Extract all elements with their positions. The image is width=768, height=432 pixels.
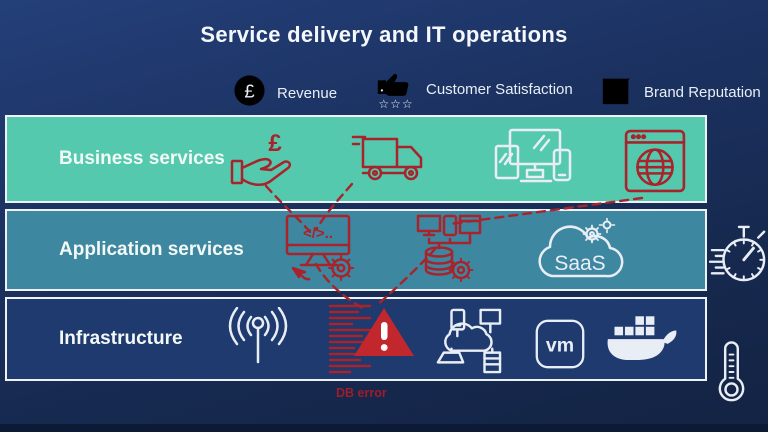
band-application-label: Application services	[59, 239, 244, 260]
letterbox-strip	[0, 424, 768, 432]
server-rack-db-error-icon	[326, 300, 418, 378]
thumbs-up-stars-icon: ☆☆☆	[376, 68, 416, 110]
legend-brand-reputation: Brand Reputation	[600, 73, 761, 112]
svg-text:£: £	[244, 80, 254, 101]
svg-text:vm: vm	[546, 334, 574, 356]
clients-database-gear-icon	[416, 214, 482, 282]
network-cloud-devices-icon	[430, 308, 506, 374]
svg-text:SaaS: SaaS	[554, 252, 605, 275]
code-monitor-gear-icon: </>..	[277, 212, 361, 284]
legend-customer-satisfaction-label: Customer Satisfaction	[426, 80, 573, 98]
hand-pound-icon: £	[229, 131, 305, 193]
antenna-signal-icon	[223, 307, 293, 365]
legend-revenue: £ Revenue	[232, 73, 337, 113]
svg-text:</>..: </>..	[303, 225, 333, 242]
web-browser-globe-icon	[624, 129, 686, 193]
svg-text:£: £	[268, 131, 282, 157]
legend-revenue-label: Revenue	[277, 84, 338, 102]
vm-box-icon: vm	[534, 318, 586, 370]
legend-customer-satisfaction: ☆☆☆ Customer Satisfaction	[376, 68, 573, 110]
legend-brand-reputation-label: Brand Reputation	[644, 84, 761, 101]
band-business-services: Business services	[5, 115, 707, 203]
stars-glyphs: ☆☆☆	[378, 97, 414, 111]
band-infrastructure-label: Infrastructure	[59, 328, 183, 349]
page-title: Service delivery and IT operations	[200, 22, 568, 47]
checkbox-check-icon	[600, 73, 634, 112]
db-error-label: DB error	[336, 386, 387, 400]
stopwatch-icon	[709, 221, 767, 287]
multi-devices-icon	[494, 128, 572, 188]
thermometer-icon	[714, 340, 748, 404]
docker-whale-icon	[605, 313, 681, 369]
pound-circle-icon: £	[232, 73, 267, 113]
delivery-truck-icon	[351, 133, 431, 185]
saas-cloud-icon: SaaS	[528, 218, 632, 284]
band-business-label: Business services	[59, 148, 225, 169]
